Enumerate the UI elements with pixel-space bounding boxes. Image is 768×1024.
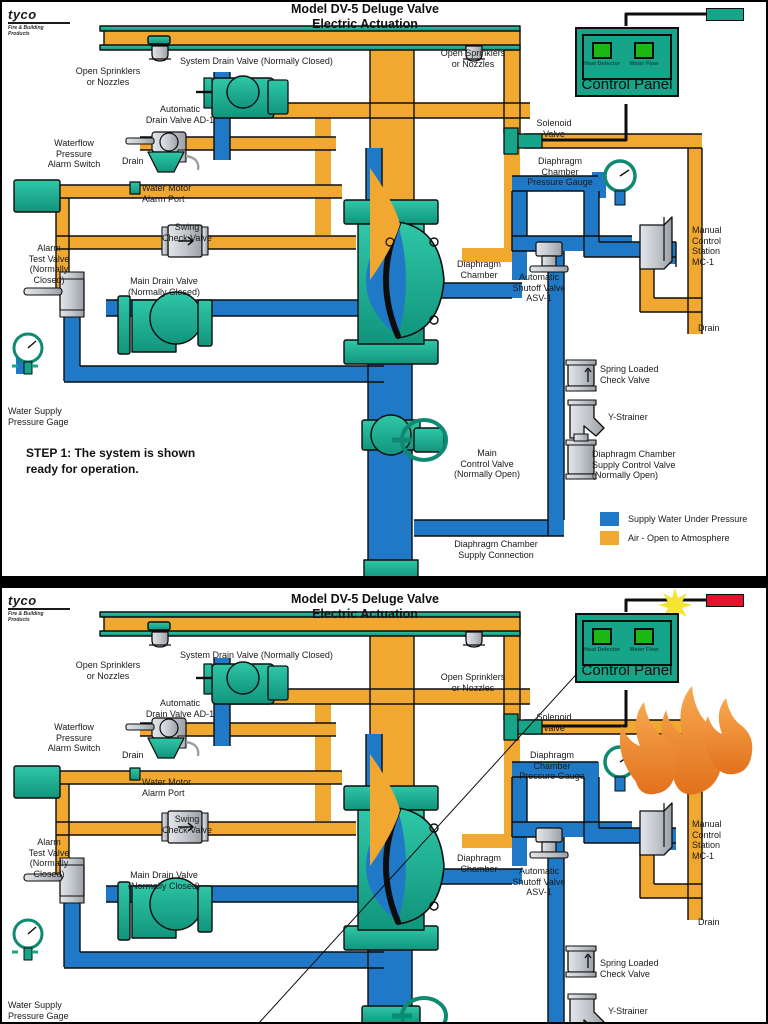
callout-open-sprinklers-right: Open Sprinklers or Nozzles: [440, 672, 506, 693]
callout-y-strainer: Y-Strainer: [608, 1006, 648, 1016]
logo-tagline-2: Products: [8, 30, 30, 37]
tyco-logo: tyco Fire & Building Products: [8, 8, 70, 37]
heat-detector-led-label: Heat Detector: [584, 61, 620, 67]
logo-rule-bottom: [8, 608, 70, 610]
tyco-logo-bottom: tyco Fire & Building Products: [8, 594, 70, 623]
legend: Supply Water Under Pressure Air - Open t…: [600, 512, 747, 550]
heat-detector-led: [592, 42, 612, 59]
callout-swing-check-valve: Swing Check Valve: [162, 222, 212, 243]
legend-swatch-orange: [600, 531, 619, 545]
logo-tagline-1-bottom: Fire & Building: [8, 610, 44, 617]
control-panel-bottom[interactable]: Heat Detector Water Flow Control Panel: [575, 613, 679, 683]
callout-spring-check-valve: Spring Loaded Check Valve: [600, 958, 659, 979]
callout-dc-supply-ctrl-valve: Diaphragm Chamber Supply Control Valve (…: [592, 449, 676, 480]
water-flow-led-bottom: [634, 628, 654, 645]
callout-swing-check-valve: Swing Check Valve: [162, 814, 212, 835]
callout-dc-pressure-gauge: Diaphragm Chamber Pressure Gauge: [519, 750, 585, 781]
water-flow-led-label: Water Flow: [629, 61, 659, 67]
legend-item-supply-water: Supply Water Under Pressure: [600, 512, 747, 526]
panel-bottom-title-line1: Model DV-5 Deluge Valve: [291, 592, 439, 606]
callout-spring-check-valve: Spring Loaded Check Valve: [600, 364, 659, 385]
callout-water-supply-gage: Water Supply Pressure Gage: [8, 406, 69, 427]
callout-diaphragm-chamber: Diaphragm Chamber: [456, 259, 502, 280]
logo-rule: [8, 22, 70, 24]
callout-water-motor-port: Water Motor Alarm Port: [142, 183, 192, 204]
panel-top-title-line2: Electric Actuation: [312, 17, 418, 31]
callout-main-control-valve: Main Control Valve (Normally Open): [453, 448, 520, 479]
callout-waterflow-switch: Waterflow Pressure Alarm Switch: [47, 722, 101, 753]
callout-solenoid-valve: Solenoid Valve: [536, 712, 572, 733]
panel-bottom-title-line2: Electric Actuation: [312, 607, 418, 621]
callout-dc-supply-connection: Diaphragm Chamber Supply Connection: [454, 539, 538, 560]
callout-open-sprinklers-left: Open Sprinklers or Nozzles: [75, 660, 141, 681]
heat-detector-led-label-bottom: Heat Detector: [584, 647, 620, 653]
panel-divider: [0, 578, 768, 586]
callout-automatic-drain-valve: Automatic Drain Valve AD-1: [145, 698, 215, 719]
callout-alarm-test-valve: Alarm Test Valve (Normally Closed): [28, 243, 70, 285]
callout-waterflow-switch: Waterflow Pressure Alarm Switch: [47, 138, 101, 169]
logo-tagline-2-bottom: Products: [8, 616, 30, 623]
callout-y-strainer: Y-Strainer: [608, 412, 648, 422]
callout-asv-1: Automatic Shutoff Valve ASV-1: [512, 272, 566, 303]
callout-drain-funnel: Drain: [122, 156, 144, 166]
detector-leader-line: [257, 621, 625, 1024]
legend-swatch-blue: [600, 512, 619, 526]
callout-diaphragm-chamber: Diaphragm Chamber: [456, 853, 502, 874]
callout-dc-pressure-gauge: Diaphragm Chamber Pressure Gauge: [527, 156, 593, 187]
callout-main-drain-valve: Main Drain Valve (Normally Closed): [127, 276, 200, 297]
control-panel-title-bottom: Control Panel: [581, 662, 673, 679]
callout-open-sprinklers-left: Open Sprinklers or Nozzles: [75, 66, 141, 87]
control-panel-indicator-box: Heat Detector Water Flow: [582, 34, 672, 80]
callout-manual-control-stn: Manual Control Station MC-1: [692, 225, 722, 267]
legend-item-air: Air - Open to Atmosphere: [600, 531, 747, 545]
logo-wordmark-bottom: tyco: [8, 593, 37, 608]
fire-flames: [619, 686, 753, 795]
step-instruction-text: STEP 1: The system is shown ready for op…: [26, 446, 196, 476]
callout-manual-control-stn: Manual Control Station MC-1: [692, 819, 722, 861]
callout-drain-right: Drain: [698, 323, 720, 333]
panel-bottom-schematic: [12, 588, 753, 1024]
water-flow-led-label-bottom: Water Flow: [629, 647, 659, 653]
callout-drain-right: Drain: [698, 917, 720, 927]
panel-top-schematic: [12, 12, 710, 578]
control-panel-title: Control Panel: [581, 76, 673, 93]
heat-detector-led-bottom: [592, 628, 612, 645]
callout-main-drain-valve: Main Drain Valve (Normally Closed): [127, 870, 200, 891]
panel-top-title-line1: Model DV-5 Deluge Valve: [291, 2, 439, 16]
callout-open-sprinklers-right: Open Sprinklers or Nozzles: [440, 48, 506, 69]
legend-label-supply-water: Supply Water Under Pressure: [628, 514, 748, 524]
control-panel-indicator-box-bottom: Heat Detector Water Flow: [582, 620, 672, 666]
callout-asv-1: Automatic Shutoff Valve ASV-1: [512, 866, 566, 897]
callout-automatic-drain-valve: Automatic Drain Valve AD-1: [145, 104, 215, 125]
panel-step-1: tyco Fire & Building Products Model DV-5…: [0, 0, 768, 578]
callout-drain-funnel: Drain: [122, 750, 144, 760]
heat-smoke-detector-alarm: [706, 594, 744, 607]
callout-alarm-test-valve: Alarm Test Valve (Normally Closed): [28, 837, 70, 879]
callout-system-drain-valve: System Drain Valve (Normally Closed): [180, 56, 333, 66]
logo-tagline-1: Fire & Building: [8, 24, 44, 31]
callout-water-supply-gage: Water Supply Pressure Gage: [8, 1000, 69, 1021]
callout-solenoid-valve: Solenoid Valve: [536, 118, 572, 139]
callout-water-motor-port: Water Motor Alarm Port: [142, 777, 192, 798]
logo-wordmark: tyco: [8, 7, 37, 22]
water-flow-led: [634, 42, 654, 59]
heat-smoke-detector: [706, 8, 744, 21]
control-panel[interactable]: Heat Detector Water Flow Control Panel: [575, 27, 679, 97]
panel-step-2: tyco Fire & Building Products Model DV-5…: [0, 586, 768, 1024]
legend-label-air: Air - Open to Atmosphere: [628, 533, 730, 543]
callout-system-drain-valve: System Drain Valve (Normally Closed): [180, 650, 333, 660]
